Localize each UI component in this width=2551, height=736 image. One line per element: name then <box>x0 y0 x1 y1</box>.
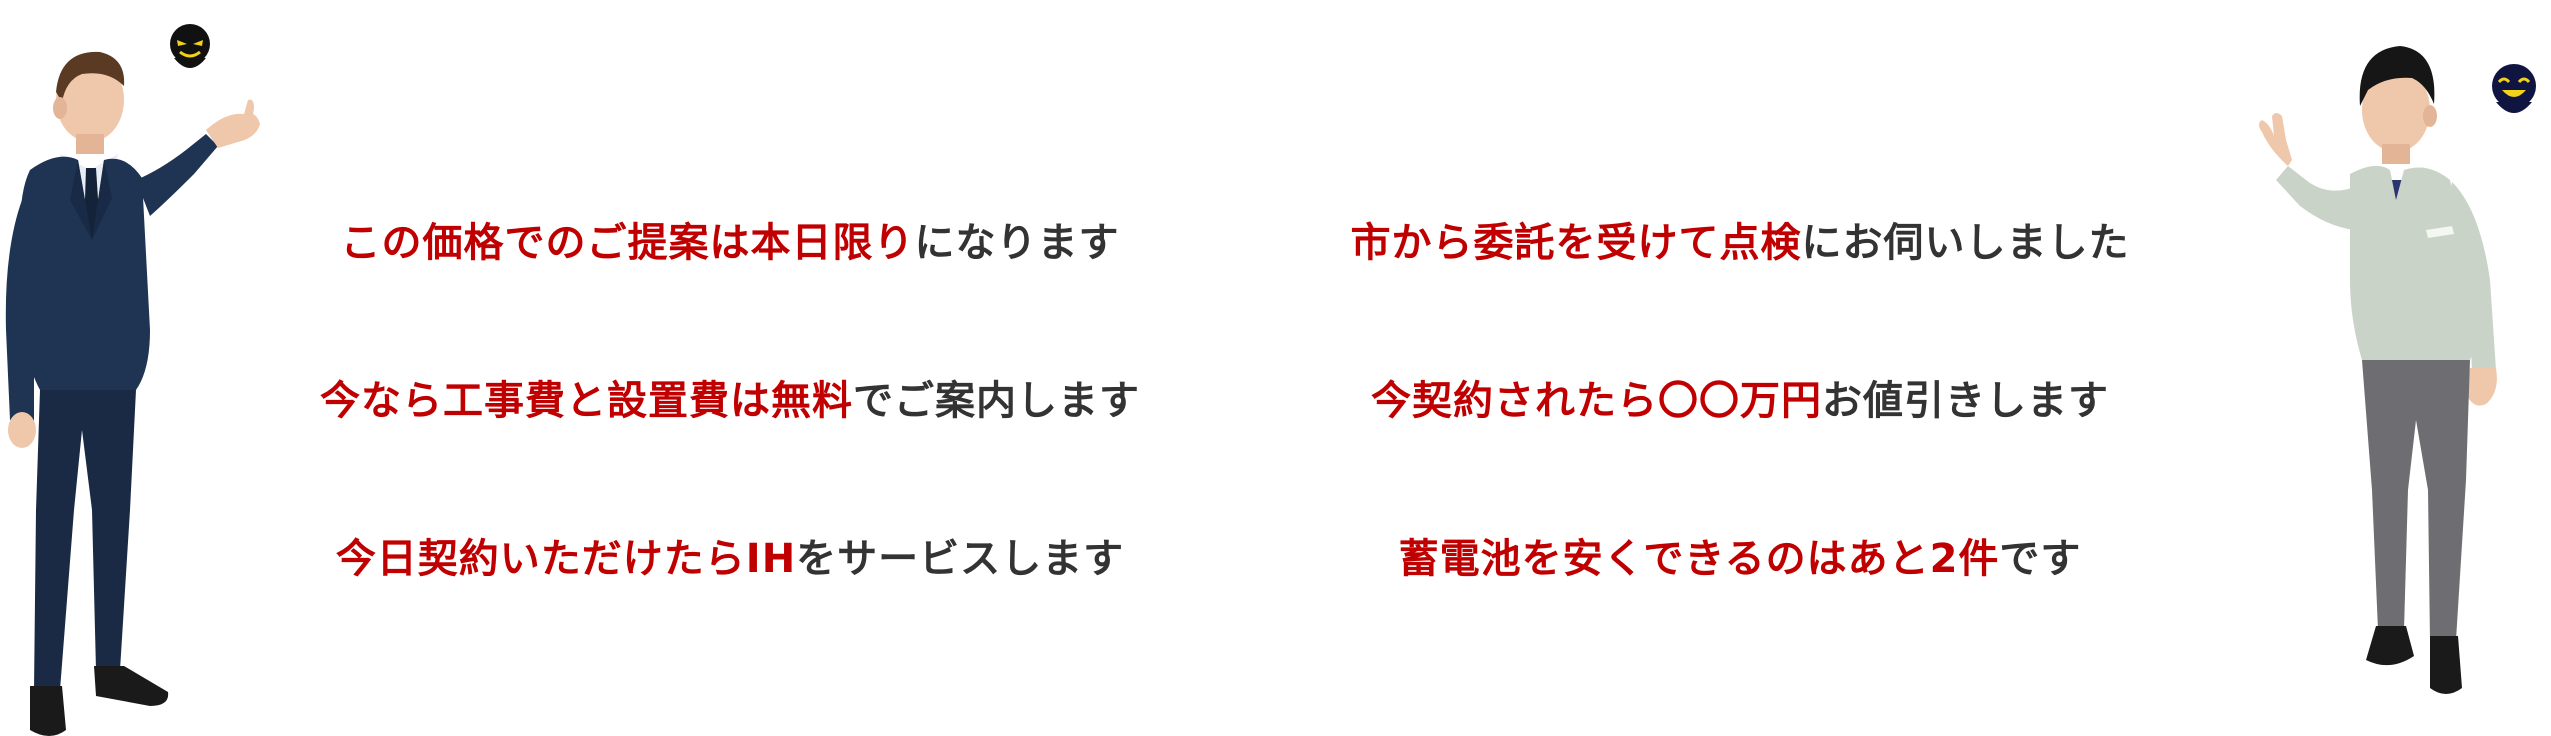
phrase-right-2: 今契約されたら〇〇万円お値引きします <box>1290 368 2190 426</box>
phrase-highlight: この価格でのご提案は本日限り <box>340 220 915 266</box>
phrase-right-1: 市から委託を受けて点検にお伺いしました <box>1290 210 2190 268</box>
phrase-area: この価格でのご提案は本日限りになります 今なら工事費と設置費は無料でご案内します… <box>280 0 2190 736</box>
phrase-left-1: この価格でのご提案は本日限りになります <box>280 210 1180 268</box>
phrase-rest: でご案内します <box>853 378 1140 424</box>
phrase-highlight: 市から委託を受けて点検 <box>1350 220 1802 266</box>
phrase-highlight: 今日契約いただけたらIH <box>335 536 797 582</box>
businessman-icon <box>5 51 260 736</box>
phrases-right-column: 市から委託を受けて点検にお伺いしました 今契約されたら〇〇万円お値引きします 蓄… <box>1290 0 2190 736</box>
phrases-left-column: この価格でのご提案は本日限りになります 今なら工事費と設置費は無料でご案内します… <box>280 0 1180 736</box>
sinister-face-icon <box>170 24 210 68</box>
phrase-left-2: 今なら工事費と設置費は無料でご案内します <box>280 368 1180 426</box>
phrase-highlight: 今なら工事費と設置費は無料 <box>320 378 853 424</box>
phrase-highlight: 今契約されたら〇〇万円 <box>1371 378 1822 424</box>
worker-figure <box>2259 46 2497 694</box>
grinning-face-icon <box>2492 64 2536 113</box>
worker-icon <box>2259 46 2497 694</box>
phrase-rest: をサービスします <box>796 536 1125 582</box>
phrase-right-3: 蓄電池を安くできるのはあと2件です <box>1290 526 2190 584</box>
phrase-highlight: 蓄電池を安くできるのはあと2件 <box>1398 536 2000 582</box>
phrase-rest: です <box>1999 536 2082 582</box>
businessman-figure <box>5 51 260 736</box>
phrase-rest: にお伺いしました <box>1801 220 2130 266</box>
phrase-left-3: 今日契約いただけたらIHをサービスします <box>280 526 1180 584</box>
phrase-rest: お値引きします <box>1822 378 2109 424</box>
phrase-rest: になります <box>914 220 1120 266</box>
